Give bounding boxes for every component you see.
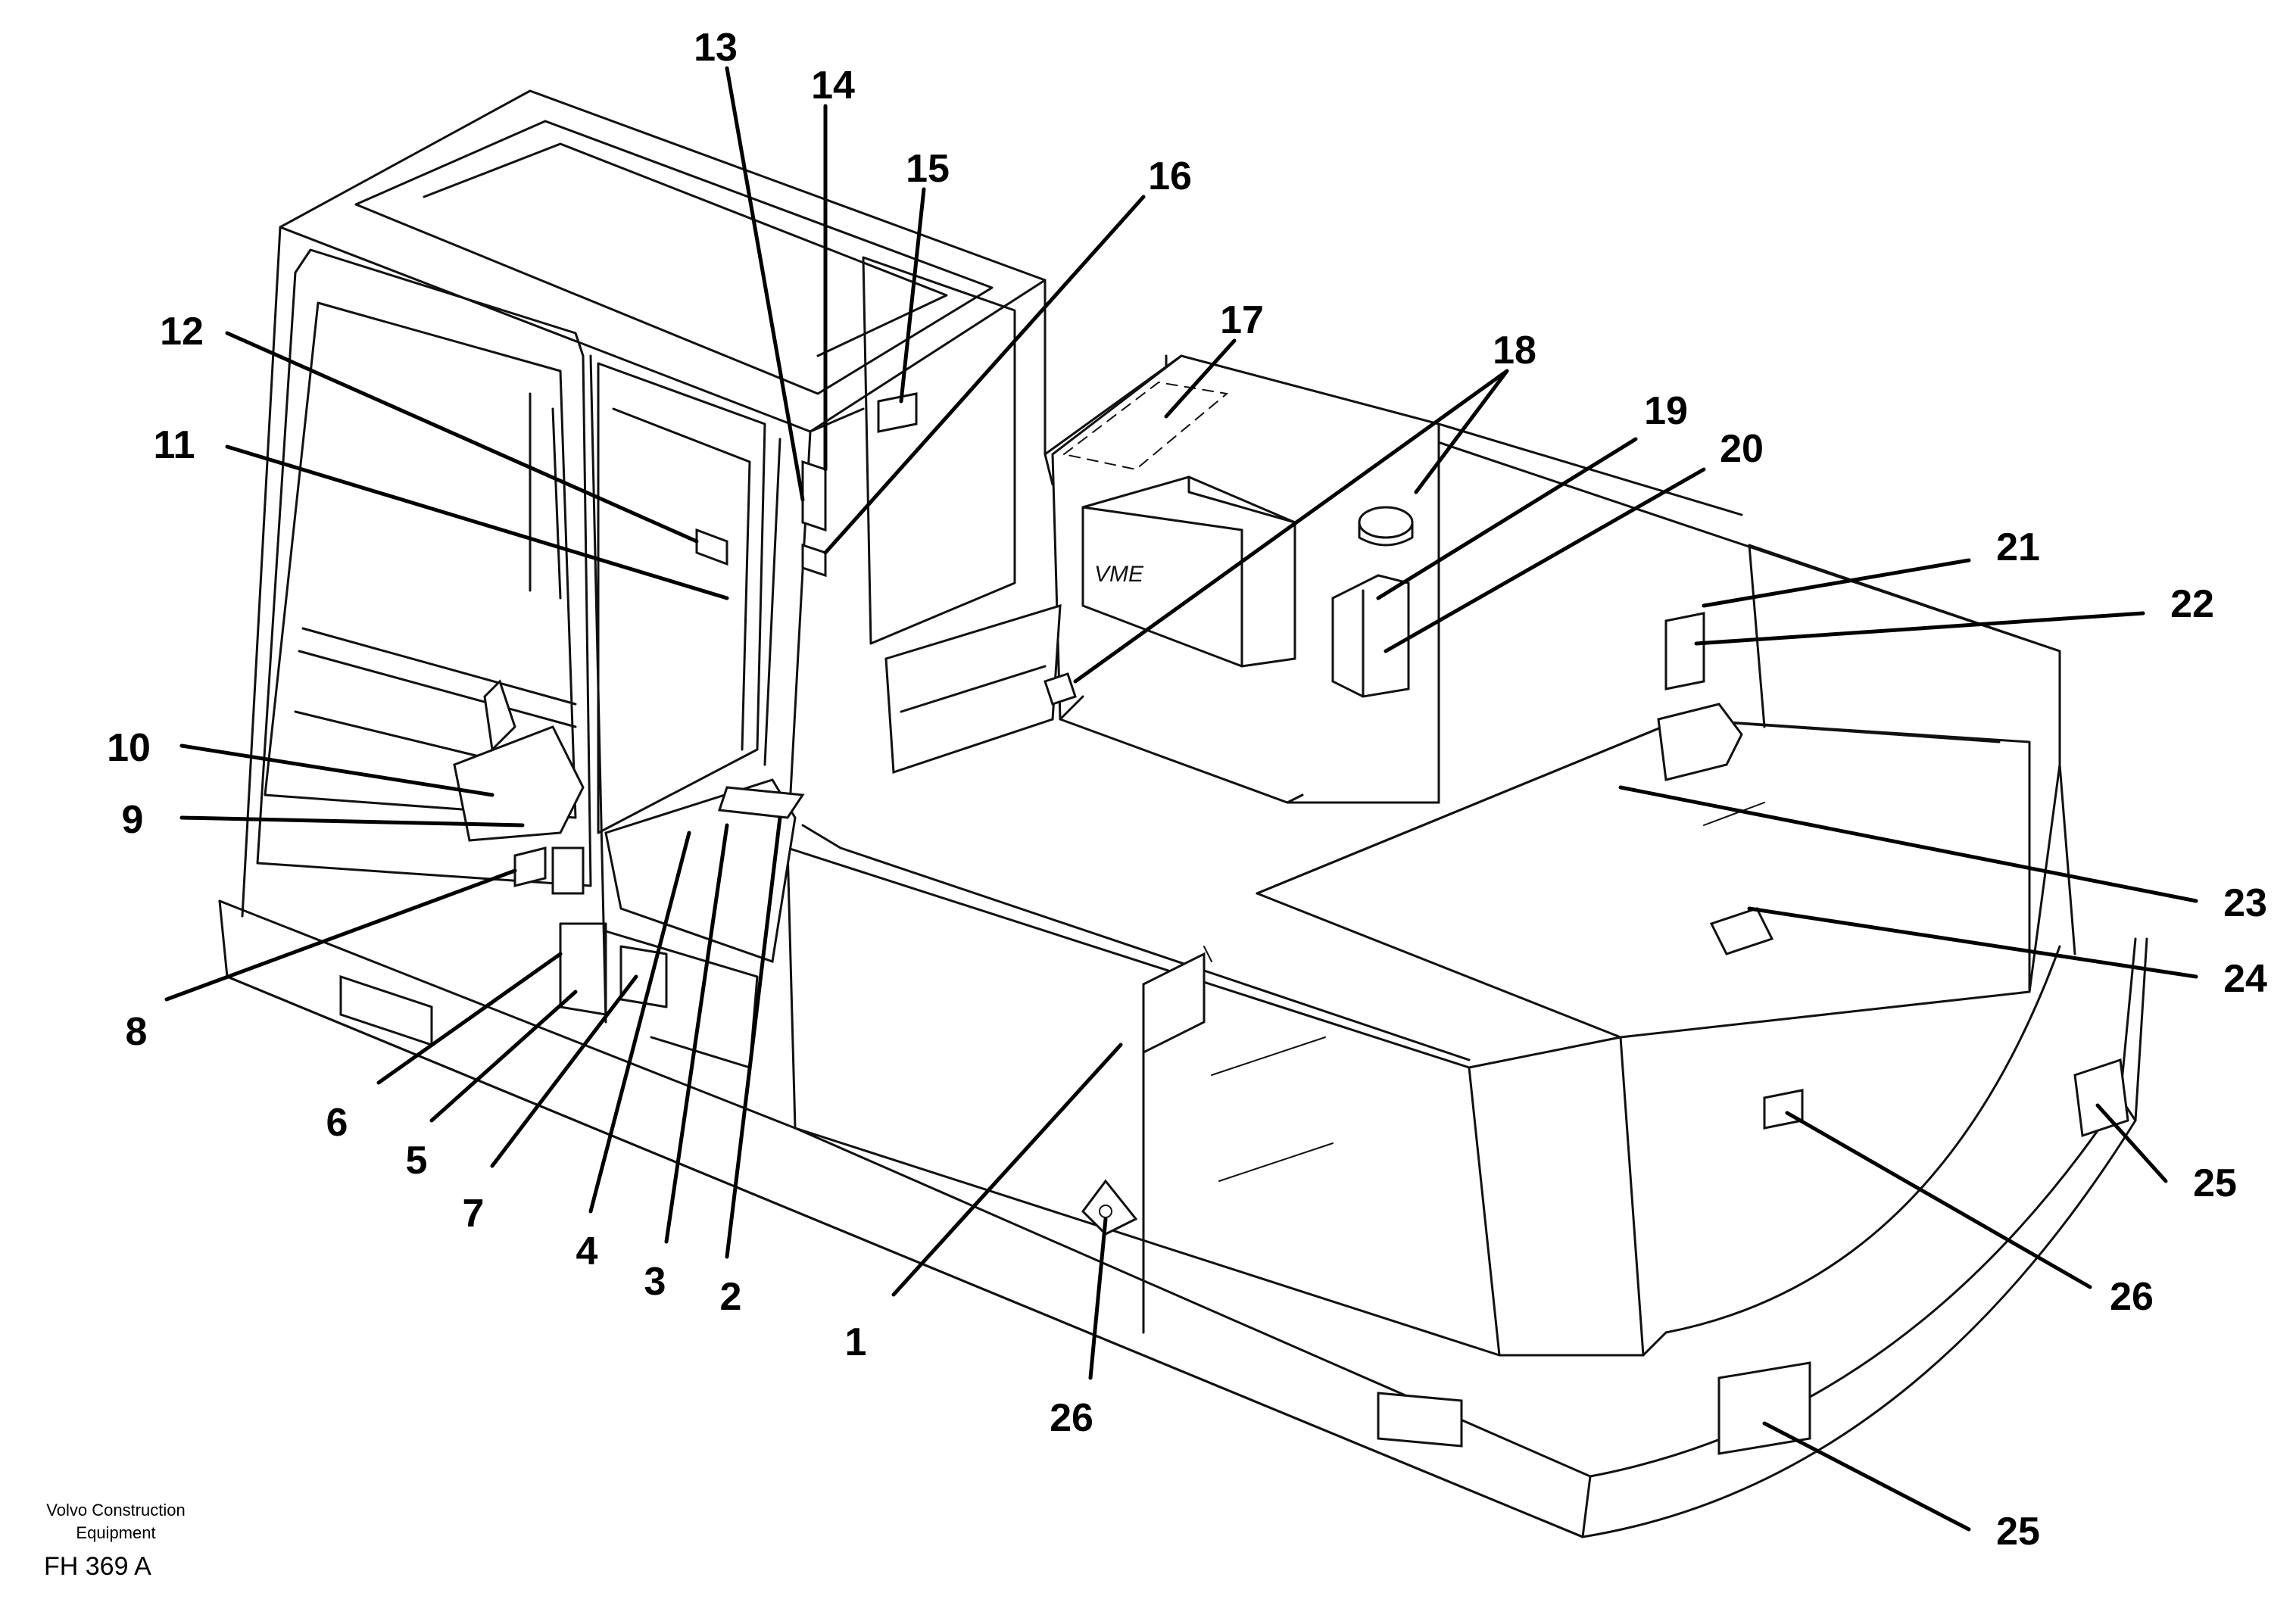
- callout-5: 5: [406, 1139, 428, 1183]
- leader-24: [1747, 906, 2198, 979]
- leader-22: [1694, 611, 2145, 646]
- leader-6: [376, 952, 563, 1085]
- leader-23: [1618, 785, 2198, 903]
- leader-9: [179, 815, 525, 828]
- callout-8: 8: [126, 1010, 148, 1054]
- leader-2: [725, 815, 782, 1259]
- callout-19: 19: [1644, 389, 1688, 433]
- callout-10: 10: [107, 726, 151, 770]
- leader-19: [1376, 437, 1638, 600]
- publisher-line-1: Volvo Construction: [46, 1501, 186, 1520]
- leader-16: [823, 195, 1146, 555]
- callout-22: 22: [2170, 582, 2214, 626]
- callout-2: 2: [720, 1275, 742, 1319]
- leader-13: [725, 66, 805, 502]
- callout-4: 4: [576, 1230, 598, 1273]
- figure-code: FH 369 A: [44, 1552, 151, 1581]
- leader-21: [1702, 558, 1971, 608]
- callout-3: 3: [644, 1260, 666, 1304]
- leader-17: [1164, 338, 1237, 419]
- leader-8: [164, 868, 517, 1002]
- leader-4: [588, 831, 691, 1214]
- leader-10: [179, 743, 494, 797]
- callout-12: 12: [160, 310, 204, 354]
- brand-mark: VME: [1094, 562, 1144, 587]
- leader-3: [664, 823, 729, 1244]
- leader-12: [225, 331, 699, 544]
- callout-1: 1: [845, 1320, 867, 1364]
- callout-6: 6: [326, 1101, 348, 1145]
- leader-1: [891, 1043, 1123, 1297]
- callout-15: 15: [906, 147, 950, 191]
- leader-25a: [2095, 1103, 2168, 1183]
- publisher-caption: Volvo Construction Equipment: [44, 1499, 188, 1544]
- callout-25-bottom: 25: [1996, 1510, 2040, 1554]
- callout-14: 14: [811, 64, 855, 108]
- callout-13: 13: [694, 26, 738, 70]
- leader-26b: [1785, 1111, 2092, 1289]
- callout-25-right: 25: [2193, 1161, 2237, 1205]
- callout-numbers: 1 2 3 4 5 6 7 8 9 10 11 12 13 14 15 16 1…: [107, 26, 2267, 1554]
- callout-23: 23: [2223, 881, 2267, 925]
- leader-15: [899, 187, 926, 404]
- leader-18b: [1414, 369, 1509, 494]
- leader-18a: [1073, 369, 1509, 684]
- callout-26-side: 26: [1050, 1396, 1093, 1440]
- callout-24: 24: [2223, 957, 2267, 1001]
- leader-7: [490, 974, 638, 1168]
- callout-17: 17: [1220, 298, 1264, 342]
- leader-11: [225, 444, 729, 600]
- leader-20: [1384, 467, 1706, 653]
- callout-7: 7: [463, 1192, 485, 1236]
- operator-cab: [241, 89, 1047, 1069]
- callout-11: 11: [154, 423, 195, 467]
- callout-21: 21: [1996, 525, 2040, 569]
- machine-body: VME: [218, 354, 2148, 1538]
- leader-5: [429, 990, 578, 1123]
- callout-26-rear: 26: [2110, 1275, 2154, 1319]
- publisher-line-2: Equipment: [76, 1523, 156, 1542]
- leader-26a: [1088, 1217, 1108, 1380]
- leader-25b: [1762, 1421, 1971, 1532]
- callout-18: 18: [1493, 329, 1536, 372]
- callout-16: 16: [1148, 154, 1192, 198]
- callout-20: 20: [1720, 427, 1764, 471]
- leader-lines: [164, 66, 2198, 1532]
- callout-9: 9: [122, 798, 144, 842]
